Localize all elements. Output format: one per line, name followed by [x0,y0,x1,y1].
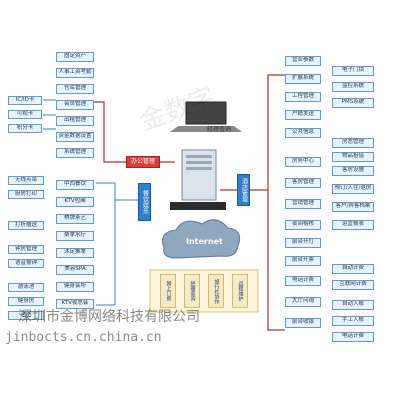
bottom-item-2[interactable]: 旅行社协作 [208,274,224,308]
dining-side-7[interactable]: 酒吧 [8,311,44,320]
dining-item-2[interactable]: 棋牌茶艺 [56,214,94,224]
dining-item-0[interactable]: 中西餐饮 [56,180,94,190]
right-sub-1[interactable]: 监控系统 [332,82,374,92]
card-item-0[interactable]: IC/ID卡 [8,96,42,105]
dining-side-4[interactable]: 语音报钟 [8,259,44,268]
right-bottom-0[interactable]: 前台开灯 [285,238,321,248]
right-bottom-sub-2[interactable]: 自动入账 [332,300,374,310]
right-mid-sub2-2[interactable]: 运营报表 [332,220,374,230]
dining-side-2[interactable]: 打折赠送 [8,221,44,230]
dining-item-6[interactable]: 健身会所 [56,282,94,292]
bottom-item-0[interactable]: 网上订房 [160,274,176,308]
server-icon [170,149,226,210]
right-sub-2[interactable]: PMS系统 [332,98,374,108]
right-top-2[interactable]: 工程管理 [285,92,321,102]
connector-office [94,101,128,163]
right-mid-2[interactable]: 营销管理 [285,199,321,209]
right-mid-sub2-0[interactable]: 预订/入住/退房 [332,184,374,194]
office-item-4[interactable]: 出租管理 [56,116,94,126]
right-mid-sub-2[interactable]: 客房设施 [332,166,374,176]
connector-right-trunk [250,74,285,331]
laptop-label: 经理查询 [207,126,232,133]
right-bottom-sub-0[interactable]: 自动计费 [332,264,374,274]
dining-item-3[interactable]: 桑拿水疗 [56,231,94,241]
card-item-1[interactable]: 可视卡 [8,110,42,119]
office-item-5[interactable]: 资金数据设置 [56,132,94,142]
office-item-1[interactable]: 人事工资考勤 [56,68,94,78]
office-item-3[interactable]: 会员管理 [56,100,94,110]
right-top-1[interactable]: 扩展系统 [285,74,321,84]
watermark-url: jinbocts.cn.china.cn [5,330,162,345]
right-mid-0[interactable]: 房务中心 [285,157,321,167]
watermark-company: 深圳市金博网络科技有限公司 [18,309,200,325]
dining-side-3[interactable]: 钟房管理 [8,245,44,254]
bottom-item-1[interactable]: 经理查询 [184,274,200,308]
right-mid-1[interactable]: 客房管理 [285,178,321,188]
office-item-2[interactable]: 仓库管理 [56,84,94,94]
connector-dining [96,182,140,306]
right-mid-3[interactable]: 夜间稽核 [285,220,321,230]
dining-side-6[interactable]: 健身房 [8,297,44,306]
right-bottom-4[interactable]: 前台收银 [285,318,321,328]
dining-item-4[interactable]: 沐足推拿 [56,248,94,258]
internet-cloud-icon [162,219,241,259]
hub-hotel[interactable]: 酒店管理 [237,174,250,206]
dining-side-0[interactable]: 无线点菜 [8,176,44,185]
card-item-2[interactable]: 积分卡 [8,124,42,133]
office-item-6[interactable]: 系统管理 [56,148,94,158]
right-top-3[interactable]: 户籍发送 [285,110,321,120]
internet-label: Internet [186,237,223,246]
right-bottom-2[interactable]: 电话计费 [285,276,321,286]
dining-item-5[interactable]: 美容SPA [56,265,94,275]
right-bottom-3[interactable]: 大厅问询 [285,297,321,307]
right-top-4[interactable]: 公共信息 [285,128,321,138]
dining-side-5[interactable]: 游泳池 [8,283,44,292]
right-top-0[interactable]: 营业参数 [285,56,321,66]
hub-office[interactable]: 办公管理 [126,156,160,168]
right-bottom-sub-1[interactable]: 互联网计费 [332,280,374,290]
right-bottom-sub-4[interactable]: 电话计费 [332,332,374,342]
dining-item-7[interactable]: KTV夜总会 [56,299,94,309]
right-sub-0[interactable]: 电子门锁 [332,66,374,76]
right-mid-sub2-1[interactable]: 客户/宾客档案 [332,202,374,212]
right-bottom-1[interactable]: 前台开票 [285,256,321,266]
laptop-icon [170,101,242,132]
right-mid-sub-0[interactable]: 房态管理 [332,138,374,148]
dining-side-1[interactable]: 厨房打印 [8,190,44,199]
dining-item-1[interactable]: KTV包厢 [56,197,94,207]
bottom-item-3[interactable]: 远程维护 [232,274,248,308]
right-mid-sub-1[interactable]: 物品租借 [332,152,374,162]
office-item-0[interactable]: 固定资产 [56,52,94,62]
hub-dining[interactable]: 餐饮娱乐 [138,183,151,221]
right-bottom-sub-3[interactable]: 手工入账 [332,316,374,326]
connector-cards [43,99,56,130]
